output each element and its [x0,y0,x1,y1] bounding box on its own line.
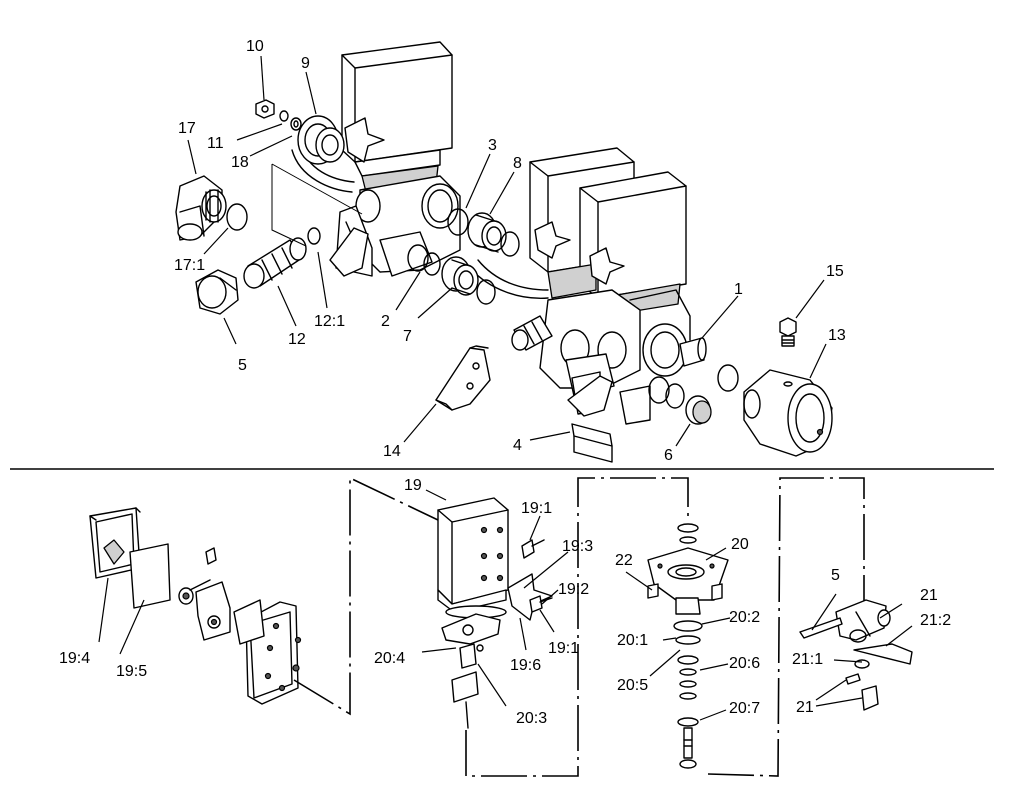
part-21-assembly [835,599,913,711]
label-3: 3 [488,137,497,154]
label-15: 15 [826,263,844,280]
label-20: 20 [731,536,749,553]
label-19-6: 19:6 [510,657,541,674]
o-ring-6a [648,376,670,404]
chain-line-right [707,477,865,777]
label-19-2: 19:2 [558,581,589,598]
label-8: 8 [513,155,522,172]
part-20-valve-head [647,523,729,769]
part-8-coupling [467,212,507,253]
label-22: 22 [615,552,633,569]
label-1: 1 [734,281,743,298]
label-21-bottom: 21 [796,699,814,716]
chain-line-mid [465,477,689,777]
label-12-1: 12:1 [314,313,345,330]
part-9-coupling [297,115,345,165]
part-5-probe [799,617,843,639]
label-21-top: 21 [920,587,938,604]
label-5-bottom: 5 [831,567,840,584]
label-6: 6 [664,447,673,464]
label-20-1: 20:1 [617,632,648,649]
label-11: 11 [207,135,224,152]
part-19-actuator [437,497,509,619]
chain-line-left [293,476,439,716]
o-ring-2 [407,244,429,272]
label-20-6: 20:6 [729,655,760,672]
switch-base-box [233,599,302,705]
part-1-pipe [679,337,707,367]
part-17-elbow [175,175,227,241]
part-22-screws [647,583,723,601]
label-20-3: 20:3 [516,710,547,727]
label-20-5: 20:5 [617,677,648,694]
label-19-5: 19:5 [116,663,147,680]
hose-nozzle [511,315,553,351]
part-14-bracket [435,345,491,411]
label-19-4: 19:4 [59,650,90,667]
adjust-screw-bracket [178,547,231,641]
part-19-1-screws [521,539,553,613]
label-20-4: 20:4 [374,650,405,667]
part-10-nut [255,99,302,131]
part-4-plate [571,423,613,463]
mount-bracket-right [567,375,613,417]
part-19-4-cover [89,507,141,579]
hose-18 [291,149,353,193]
part-7-coupling [441,256,479,296]
part-20-3-stem [451,643,484,729]
label-19-1-bottom: 19:1 [548,640,579,657]
part-15-fitting [779,317,797,347]
part-19-3-wing [507,573,553,621]
label-2: 2 [381,313,390,330]
part-13-housing [743,369,833,457]
part-19-5-gasket [129,543,171,609]
wing-handles [344,117,625,285]
o-ring-3 [447,208,469,236]
label-19-1-top: 19:1 [521,500,552,517]
label-21-1: 21:1 [792,651,823,668]
left-valve-actuator [341,41,453,193]
label-14: 14 [383,443,401,460]
label-7: 7 [403,328,412,345]
label-5: 5 [238,357,247,374]
label-13: 13 [828,327,846,344]
label-12: 12 [288,331,306,348]
part-12-adapter [243,227,321,289]
part-20-4-plate [441,613,501,645]
label-21-2: 21:2 [920,612,951,629]
part-6-cap [685,395,712,425]
o-ring-13 [717,364,739,392]
label-17-1: 17:1 [174,257,205,274]
part-5-union-nut [195,269,239,315]
mount-bracket-left [329,227,369,277]
o-ring-17 [226,203,248,231]
label-17: 17 [178,120,196,137]
label-19: 19 [404,477,422,494]
label-20-7: 20:7 [729,700,760,717]
label-20-2: 20:2 [729,609,760,626]
label-19-3: 19:3 [562,538,593,555]
label-9: 9 [301,55,310,72]
label-4: 4 [513,437,522,454]
label-10: 10 [246,38,264,55]
label-18: 18 [231,154,249,171]
